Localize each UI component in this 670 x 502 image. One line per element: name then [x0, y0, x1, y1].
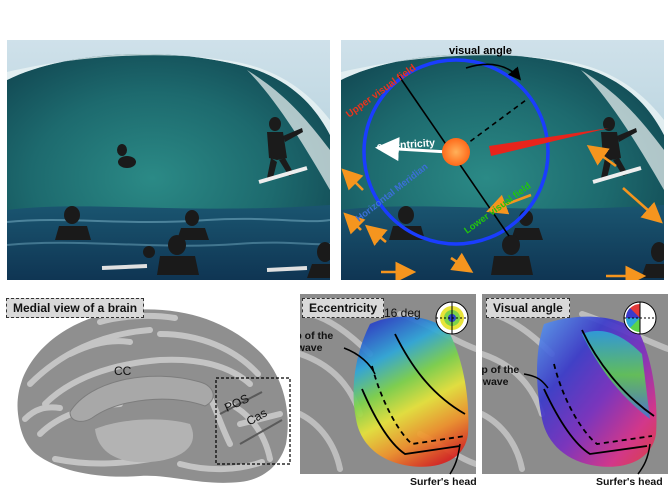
visual-angle-tag: Visual angle	[486, 298, 570, 318]
lip-line2-ecc: wave	[300, 342, 323, 354]
eccentricity-legend-icon	[435, 301, 469, 335]
occipital-region-box	[215, 377, 291, 465]
lip-line1-ecc: Lip of the	[300, 330, 334, 342]
visual-angle-arrow	[465, 63, 522, 81]
lip-line1-ang: Lip of the	[482, 364, 520, 376]
visual-angle-map-art	[482, 294, 668, 475]
visual-angle-map-panel: Visual angle Lip of the wave Surfer's he…	[482, 294, 668, 500]
lip-of-wave-label-ang: Lip of the wave	[482, 364, 519, 388]
visual-field-circle	[362, 58, 550, 246]
sixteen-deg-label: 16 deg	[384, 306, 421, 320]
medial-view-tag: Medial view of a brain	[6, 298, 145, 318]
surf-photo-left	[7, 40, 330, 280]
lip-of-wave-label-ecc: Lip of the wave	[300, 330, 333, 354]
medial-brain-panel: Medial view of a brain CC POS Cas	[0, 294, 296, 500]
surf-photo-right-art: visual angle Upper visual field eccentri…	[341, 40, 664, 280]
surf-photo-right: visual angle Upper visual field eccentri…	[341, 40, 664, 280]
visual-angle-legend-icon	[623, 301, 657, 335]
eccentricity-label: eccentricity	[376, 137, 435, 153]
medial-brain-art	[17, 309, 291, 483]
surfers-head-label-ecc: Surfer's head	[410, 476, 476, 488]
dashed-angle-line	[455, 99, 527, 153]
eccentricity-arrow	[375, 137, 449, 162]
eccentricity-map-panel: Eccentricity 16 deg Lip of the wave Surf…	[300, 294, 476, 500]
visual-angle-label: visual angle	[449, 45, 512, 57]
wedge-stimulus	[489, 128, 609, 156]
lip-line2-ang: wave	[482, 376, 509, 388]
surf-photo-left-art	[7, 40, 330, 280]
eccentricity-tag: Eccentricity	[302, 298, 385, 318]
fixation-point	[442, 138, 470, 166]
cc-label: CC	[114, 364, 132, 378]
motion-arrows	[341, 144, 663, 280]
eccentricity-map-art	[300, 294, 476, 475]
surfers-head-label-ang: Surfer's head	[596, 476, 663, 488]
